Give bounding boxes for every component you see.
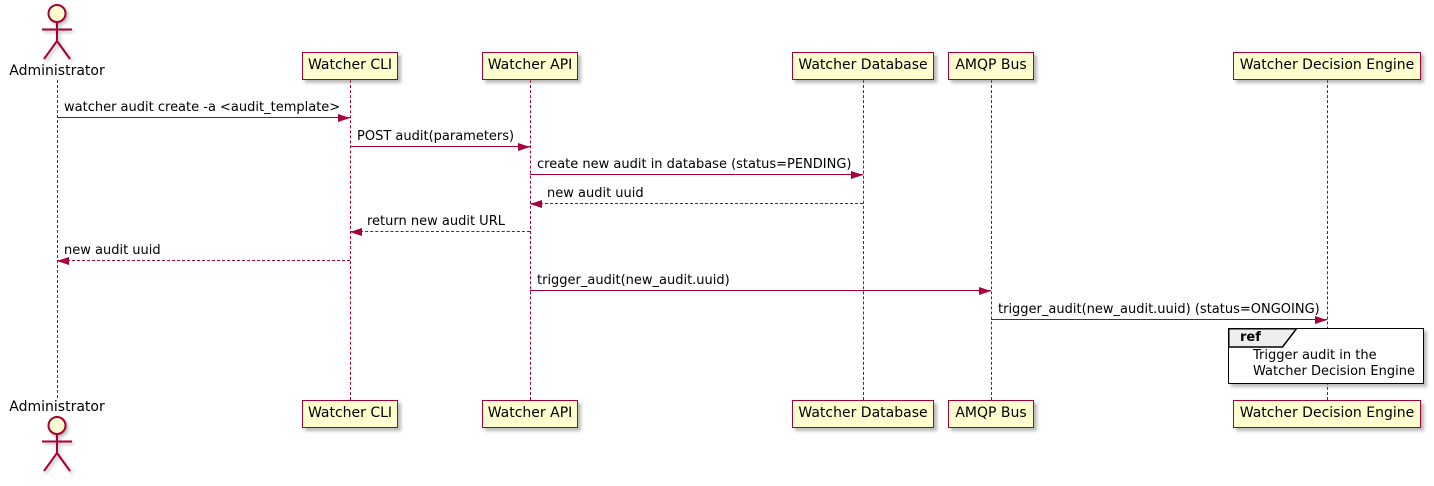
actor-label-administrator-bottom: Administrator [9, 399, 105, 415]
message-label-create-new-audit: create new audit in database (status=PEN… [537, 157, 852, 172]
ref-tab-shape [1227, 327, 1298, 348]
message-line [57, 260, 350, 261]
participant-watcher-cli-top: Watcher CLI [302, 52, 398, 80]
lifeline-watcher-api [529, 80, 531, 400]
message-label-return-new-audit-url: return new audit URL [367, 214, 505, 229]
lifeline-watcher-decision-engine [1326, 80, 1328, 400]
message-line [350, 146, 530, 147]
participant-watcher-decision-engine-bottom: Watcher Decision Engine [1233, 400, 1421, 428]
message-label-trigger-audit-ongoing: trigger_audit(new_audit.uuid) (status=ON… [998, 302, 1320, 317]
ref-text-line1: Trigger audit in the [1253, 348, 1377, 363]
participant-watcher-database-top: Watcher Database [792, 52, 934, 80]
ref-fragment: ref Trigger audit in the Watcher Decisio… [1227, 327, 1424, 384]
arrowhead-icon [518, 142, 530, 151]
lifeline-watcher-cli [349, 80, 351, 400]
arrowhead-icon [350, 227, 362, 236]
actor-label-administrator-top: Administrator [9, 63, 105, 79]
message-line [530, 174, 863, 175]
message-line [991, 319, 1327, 320]
actor-icon [42, 416, 72, 472]
arrowhead-icon [338, 113, 350, 122]
message-label-new-audit-uuid-return: new audit uuid [547, 186, 644, 201]
ref-text-line2: Watcher Decision Engine [1253, 364, 1415, 379]
arrowhead-icon [979, 286, 991, 295]
lifeline-watcher-database [862, 80, 864, 400]
message-label-trigger-audit: trigger_audit(new_audit.uuid) [537, 273, 730, 288]
ref-keyword: ref [1240, 330, 1261, 345]
message-label-new-audit-uuid-to-admin: new audit uuid [64, 243, 161, 258]
message-line [350, 231, 530, 232]
participant-watcher-api-top: Watcher API [482, 52, 578, 80]
message-line [530, 203, 863, 204]
participant-watcher-cli-bottom: Watcher CLI [302, 400, 398, 428]
arrowhead-icon [1315, 315, 1327, 324]
actor-icon [42, 4, 72, 60]
participant-watcher-decision-engine-top: Watcher Decision Engine [1233, 52, 1421, 80]
lifeline-amqp-bus [990, 80, 992, 400]
participant-watcher-database-bottom: Watcher Database [792, 400, 934, 428]
message-label-audit-create: watcher audit create -a <audit_template> [64, 100, 341, 115]
message-label-post-audit: POST audit(parameters) [357, 129, 515, 144]
message-line [530, 290, 991, 291]
arrowhead-icon [530, 199, 542, 208]
participant-watcher-api-bottom: Watcher API [482, 400, 578, 428]
arrowhead-icon [57, 256, 69, 265]
participant-amqp-bus-bottom: AMQP Bus [948, 400, 1034, 428]
message-line [57, 117, 350, 118]
arrowhead-icon [851, 170, 863, 179]
participant-amqp-bus-top: AMQP Bus [948, 52, 1034, 80]
lifeline-administrator [56, 80, 58, 398]
